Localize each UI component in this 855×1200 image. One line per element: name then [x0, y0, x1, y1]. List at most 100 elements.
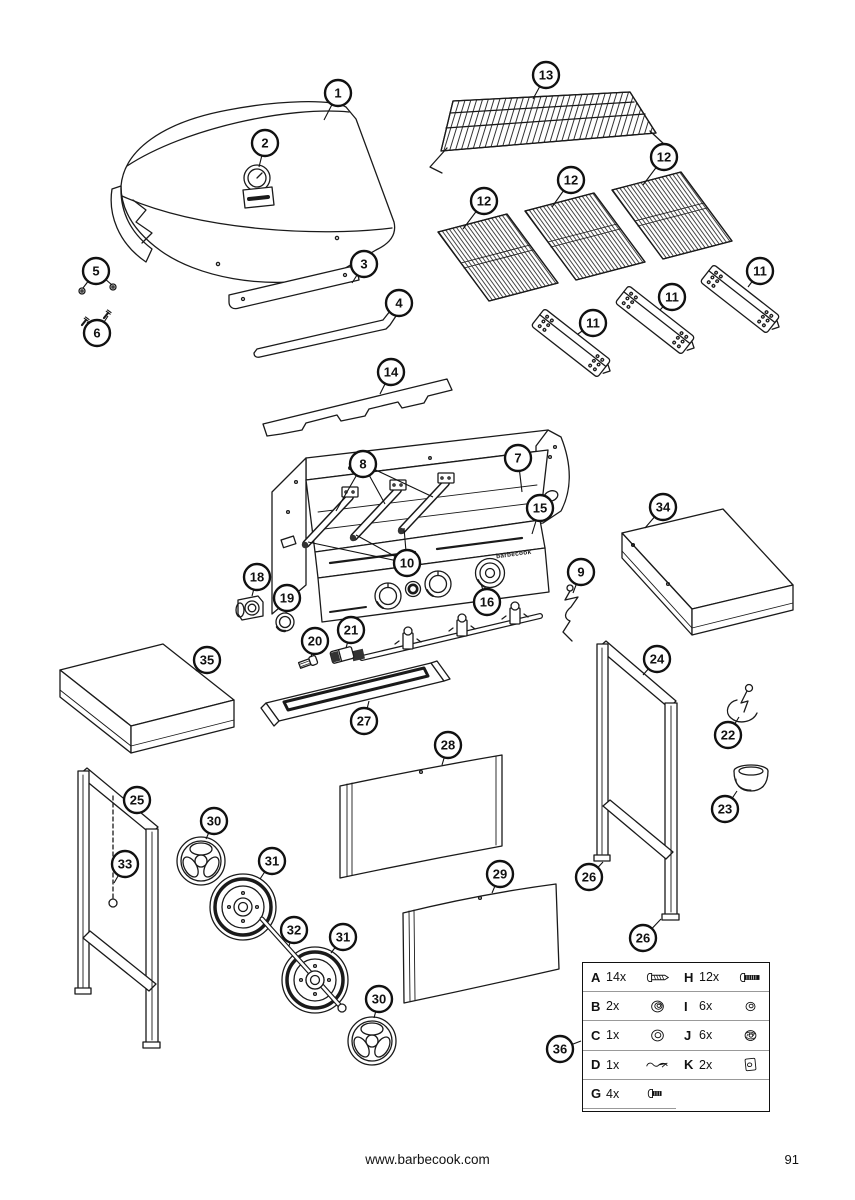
svg-text:15: 15 — [533, 501, 547, 516]
svg-text:24: 24 — [650, 652, 665, 667]
hardware-screws — [80, 309, 112, 327]
plate-spacer-icon — [737, 1057, 764, 1072]
callout-26: 26 — [574, 862, 604, 892]
hardware-row-A: A 14x — [583, 963, 676, 993]
hardware-key: J — [684, 1027, 692, 1043]
callout-10: 10 — [392, 548, 422, 578]
hardware-qty: 4x — [606, 1086, 620, 1101]
svg-text:12: 12 — [564, 173, 578, 188]
cooking-grate — [437, 213, 559, 302]
svg-text:22: 22 — [721, 728, 735, 743]
callout-19: 19 — [272, 583, 302, 613]
hardware-qty: 1x — [606, 1057, 620, 1072]
callout-22: 22 — [713, 720, 743, 750]
control-knob — [424, 570, 452, 598]
callout-31: 31 — [328, 922, 358, 952]
hardware-qty: 6x — [699, 1028, 713, 1043]
svg-text:11: 11 — [665, 290, 679, 305]
screw-coarse-icon — [644, 970, 671, 985]
control-knob — [374, 582, 402, 610]
hardware-qty: 2x — [699, 1057, 713, 1072]
hardware-qty: 14x — [606, 970, 627, 985]
hose-coupler — [329, 646, 355, 664]
footer-url: www.barbecook.com — [365, 1152, 490, 1167]
hardware-key: K — [684, 1057, 694, 1073]
svg-text:34: 34 — [656, 500, 671, 515]
svg-text:18: 18 — [250, 570, 264, 585]
knob-cap — [275, 612, 295, 633]
hardware-key: G — [591, 1086, 602, 1102]
lid-thermometer — [242, 164, 275, 209]
svg-text:36: 36 — [553, 1042, 567, 1057]
callout-1: 1 — [323, 78, 353, 108]
svg-text:29: 29 — [493, 867, 507, 882]
svg-text:14: 14 — [384, 365, 399, 380]
gas-valve-fitting — [235, 595, 264, 621]
wheel-hubcap — [347, 1016, 397, 1066]
hardware-nuts — [78, 283, 117, 295]
callout-3: 3 — [349, 249, 379, 279]
bolt-short-icon — [644, 1086, 671, 1101]
svg-text:23: 23 — [718, 802, 732, 817]
callout-23: 23 — [710, 794, 740, 824]
callout-13: 13 — [531, 60, 561, 90]
svg-text:7: 7 — [514, 451, 521, 466]
crossover-trim — [262, 378, 453, 437]
callout-2: 2 — [250, 128, 280, 158]
hardware-row-C: C 1x — [583, 1021, 676, 1051]
hardware-row-G: G 4x — [583, 1080, 676, 1109]
callout-12: 12 — [469, 186, 499, 216]
svg-text:10: 10 — [400, 556, 414, 571]
callout-26: 26 — [628, 923, 658, 953]
gas-valve — [448, 613, 476, 637]
rear-panel — [339, 754, 503, 879]
hardware-key: I — [684, 998, 688, 1014]
svg-text:31: 31 — [265, 854, 279, 869]
callout-30: 30 — [199, 806, 229, 836]
hardware-qty: 1x — [606, 1028, 620, 1043]
callout-8: 8 — [348, 449, 378, 479]
svg-text:30: 30 — [372, 992, 386, 1007]
callout-33: 33 — [110, 849, 140, 879]
svg-text:20: 20 — [308, 634, 322, 649]
callout-12: 12 — [649, 142, 679, 172]
svg-text:11: 11 — [586, 316, 600, 331]
svg-text:26: 26 — [636, 931, 650, 946]
hardware-qty: 2x — [606, 999, 620, 1014]
wheel — [209, 873, 277, 941]
svg-text:21: 21 — [344, 623, 358, 638]
callout-30: 30 — [364, 984, 394, 1014]
grease-tray — [260, 660, 451, 727]
gas-valve — [501, 601, 529, 625]
callout-32: 32 — [279, 915, 309, 945]
lock-washer-icon — [737, 1028, 764, 1043]
washer-thick-icon — [644, 999, 671, 1014]
svg-text:16: 16 — [480, 595, 494, 610]
hardware-key: A — [591, 969, 601, 985]
hardware-key: C — [591, 1027, 601, 1043]
callout-29: 29 — [485, 859, 515, 889]
svg-text:9: 9 — [577, 565, 584, 580]
leg-frame-right — [593, 640, 680, 921]
washer-flat-icon — [644, 1028, 671, 1043]
callout-27: 27 — [349, 706, 379, 736]
wheel-hubcap — [176, 836, 226, 886]
callout-9: 9 — [566, 557, 596, 587]
callout-28: 28 — [433, 730, 463, 760]
svg-text:3: 3 — [360, 257, 367, 272]
svg-text:32: 32 — [287, 923, 301, 938]
callout-20: 20 — [300, 626, 330, 656]
firebox: barbecook — [271, 429, 570, 623]
front-panel — [402, 883, 560, 1004]
callout-36: 36 — [545, 1034, 575, 1064]
heat-tent — [614, 284, 701, 359]
panel-logo: barbecook — [496, 549, 532, 561]
callout-11: 11 — [657, 282, 687, 312]
